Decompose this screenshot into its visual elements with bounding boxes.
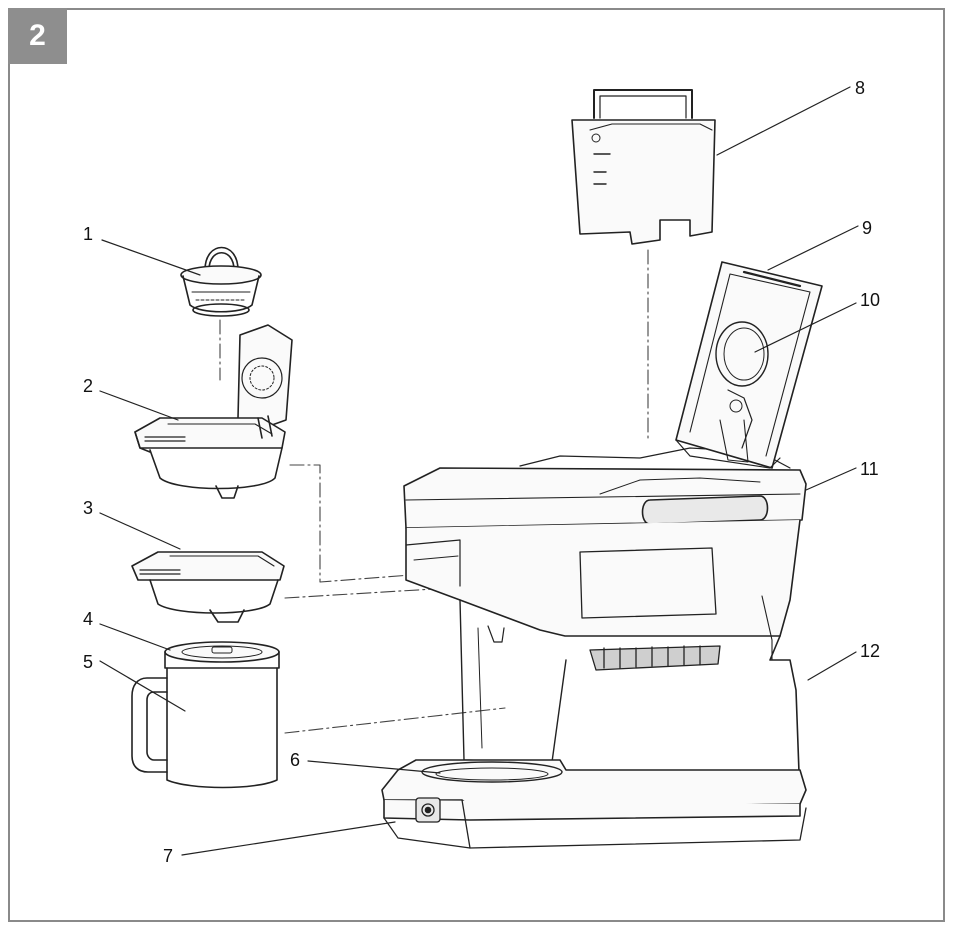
part-9-10-open-lid xyxy=(675,261,823,469)
callout-1: 1 xyxy=(83,224,93,244)
callout-12: 12 xyxy=(860,641,880,661)
callout-11: 11 xyxy=(860,459,879,479)
callout-7: 7 xyxy=(163,846,173,866)
callout-numbers: 1 2 3 4 5 6 7 8 9 10 11 12 xyxy=(83,78,880,866)
callout-6: 6 xyxy=(290,750,300,770)
callout-2: 2 xyxy=(83,376,93,396)
figure-number-badge: 2 xyxy=(8,8,67,64)
part-4-5-jug xyxy=(131,641,280,789)
part-1-filter-basket xyxy=(180,246,262,317)
vent-grille xyxy=(589,645,721,671)
callout-3: 3 xyxy=(83,498,93,518)
assembly-guide-lines xyxy=(219,249,649,734)
leader-lines xyxy=(99,86,859,856)
callout-5: 5 xyxy=(83,652,93,672)
callout-10: 10 xyxy=(860,290,880,310)
callout-4: 4 xyxy=(83,609,93,629)
coffee-maker-body xyxy=(381,447,807,849)
part-2-brew-basket-holder xyxy=(134,324,293,499)
part-8-water-tank xyxy=(571,89,716,245)
part-3-filter-holder xyxy=(131,551,285,623)
callout-8: 8 xyxy=(855,78,865,98)
callout-9: 9 xyxy=(862,218,872,238)
